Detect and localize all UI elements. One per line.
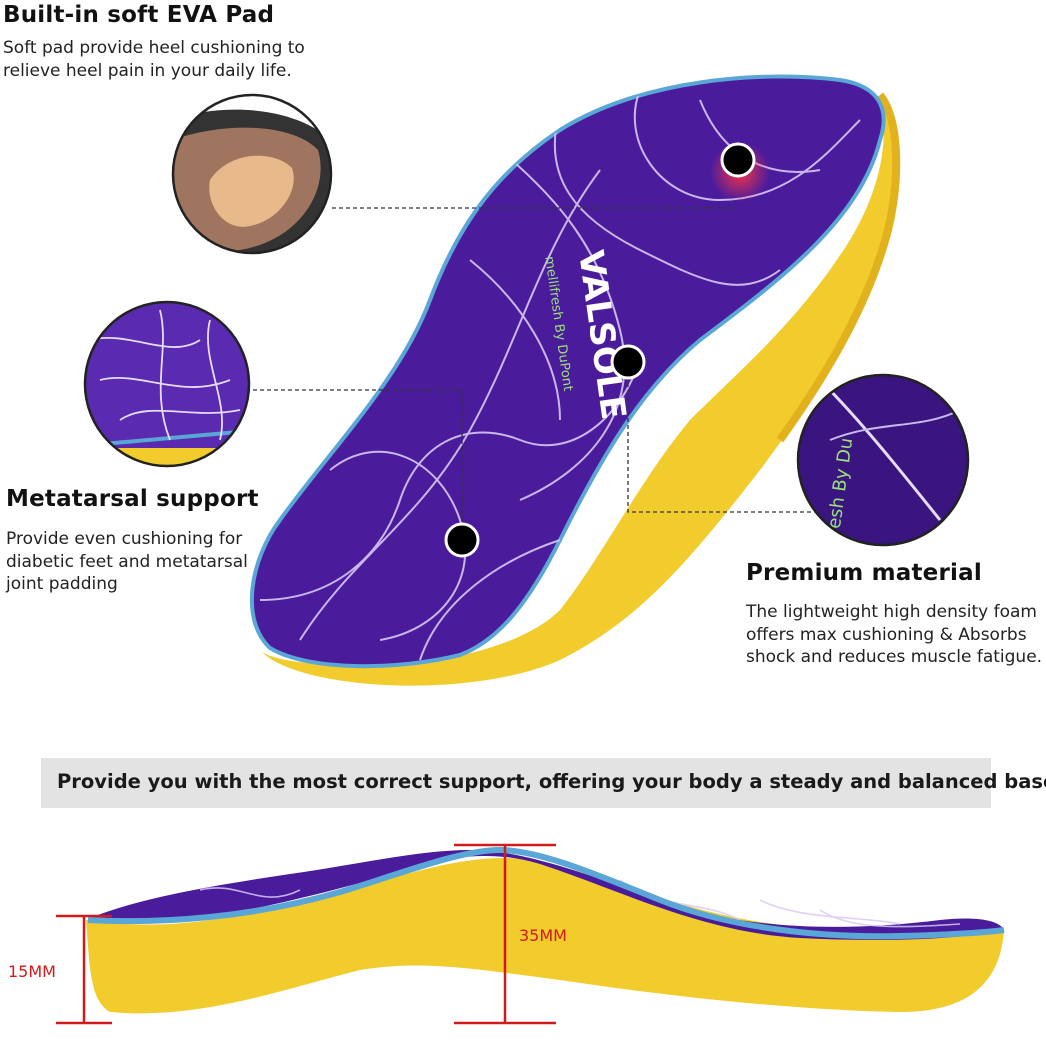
desc-line: Soft pad provide heel cushioning to (3, 38, 305, 58)
desc-line: diabetic feet and metatarsal (6, 551, 248, 572)
arch-height-marker: 35MM (454, 843, 567, 1025)
feature-desc-material: The lightweight high density foam offers… (746, 601, 1042, 669)
metatarsal-marker-dot (444, 522, 480, 558)
banner-text: Provide you with the most correct suppor… (57, 770, 1046, 793)
heel-marker-dot (720, 142, 756, 178)
feature-title-eva-pad: Built-in soft EVA Pad (3, 2, 275, 28)
desc-line: relieve heel pain in your daily life. (3, 60, 292, 81)
feature-title-material: Premium material (746, 560, 982, 586)
desc-line: joint padding (6, 574, 118, 594)
feature-title-metatarsal: Metatarsal support (6, 486, 259, 512)
desc-line: shock and reduces muscle fatigue. (746, 647, 1043, 667)
eva-pad-zoom (171, 93, 333, 255)
insole-top-illustration: VALSOLE mellifresh By DuPont (83, 74, 970, 686)
side-foam-body (86, 857, 1004, 1014)
material-zoom: esh By Du (796, 373, 970, 547)
feature-desc-metatarsal: Provide even cushioning for diabetic fee… (6, 528, 248, 596)
side-top-surface (90, 850, 1004, 940)
desc-line: The lightweight high density foam (746, 602, 1037, 622)
metatarsal-zoom (83, 300, 251, 468)
desc-line: offers max cushioning & Absorbs (746, 624, 1027, 645)
insole-foam-side (262, 100, 895, 686)
heel-height-marker: 15MM (8, 914, 112, 1025)
support-banner: Provide you with the most correct suppor… (41, 758, 1046, 808)
arch-height-label: 35MM (519, 926, 567, 945)
heel-height-label: 15MM (8, 962, 56, 981)
insole-top-surface (249, 74, 886, 669)
feature-desc-eva-pad: Soft pad provide heel cushioning to reli… (3, 37, 305, 82)
desc-line: Provide even cushioning for (6, 529, 243, 549)
insole-side-profile: 15MM 35MM (8, 843, 1005, 1025)
material-marker-dot (610, 344, 646, 380)
